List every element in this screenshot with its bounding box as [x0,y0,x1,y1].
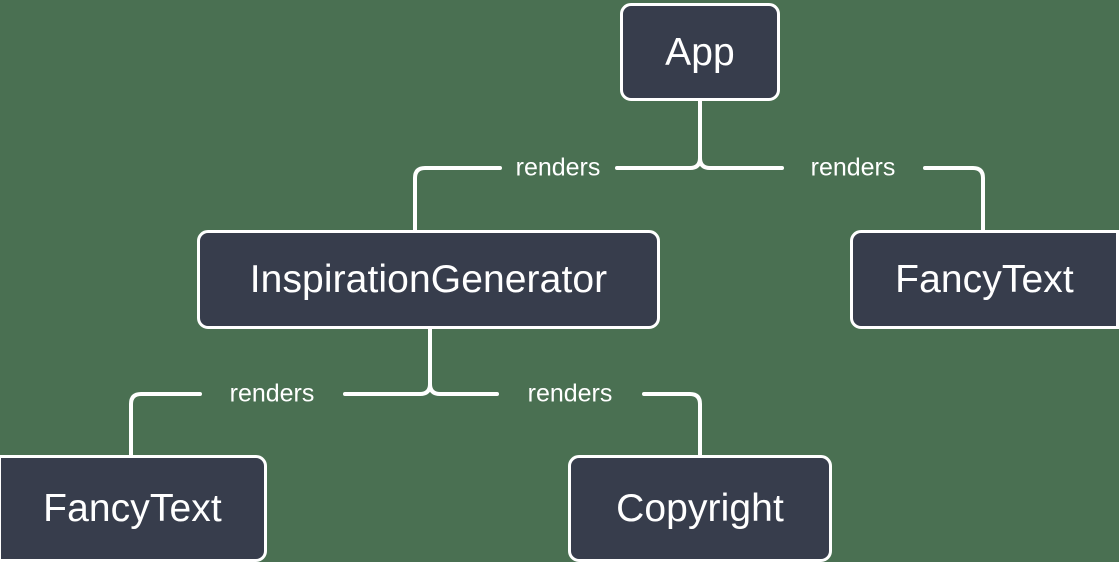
node-inspiration-generator[interactable]: InspirationGenerator [197,230,660,329]
edge-ig-to-copyright-b [642,392,702,459]
edge-ig-to-fancytext-left-b [129,392,202,459]
node-copyright-label: Copyright [616,487,784,530]
node-app-label: App [665,30,735,74]
edge-app-stub-mirror [688,156,702,170]
node-fancytext-left[interactable]: FancyText [0,455,267,562]
node-fancytext-left-label: FancyText [43,487,222,530]
node-inspiration-generator-label: InspirationGenerator [249,258,608,301]
edge-inspirationgenerator-stub [428,327,442,396]
edge-label-inspiration-generator-to-fancytext: renders [229,379,315,408]
edge-app-stub [698,99,712,170]
edge-app-to-inspirationgenerator-right [413,166,502,234]
node-app[interactable]: App [620,3,780,101]
edge-inspirationgenerator-stub-mirror [418,382,432,396]
edge-label-app-to-inspiration-generator: renders [515,153,601,182]
edge-label-app-to-fancytext: renders [810,153,896,182]
node-fancytext-right-label: FancyText [895,258,1074,301]
node-copyright[interactable]: Copyright [568,455,832,562]
node-fancytext-right[interactable]: FancyText [850,230,1119,329]
edge-app-to-fancytext-right-b [923,166,985,234]
edge-label-inspiration-generator-to-copyright: renders [527,379,613,408]
